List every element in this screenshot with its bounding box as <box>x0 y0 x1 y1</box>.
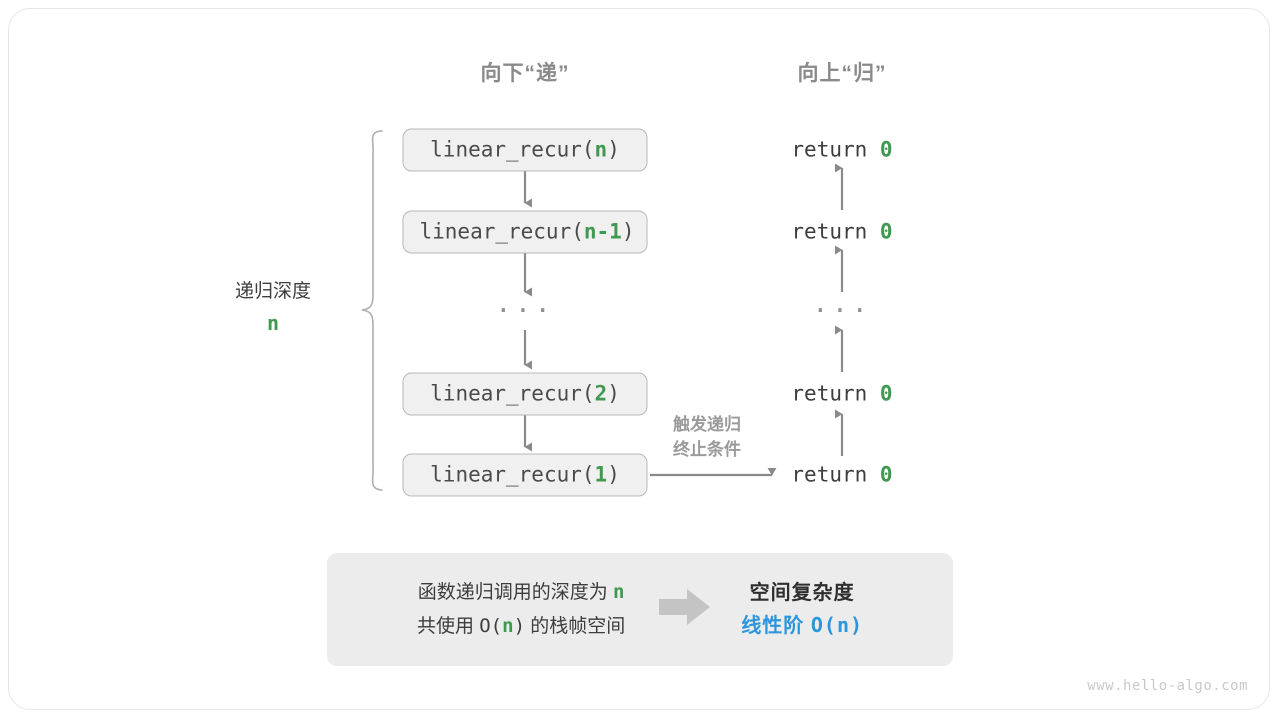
call-frame-box[interactable]: linear_recur(n) <box>402 128 648 172</box>
call-suffix: ) <box>607 137 620 162</box>
space-complexity-title: 空间复杂度 <box>749 582 855 604</box>
summary-description: 函数递归调用的深度为 n 共使用 O(n) 的栈帧空间 <box>417 576 625 643</box>
summary-line-1-n: n <box>613 581 625 604</box>
base-case-note: 触发递归 终止条件 <box>673 413 741 462</box>
recursion-depth-label: 递归深度 <box>234 281 312 302</box>
return-value: 0 <box>879 219 893 244</box>
return-keyword: return <box>791 219 868 244</box>
return-keyword: return <box>791 462 868 487</box>
summary-line-1-text: 函数递归调用的深度为 <box>417 582 614 604</box>
complexity-order-label: 线性阶 <box>741 615 811 637</box>
space-complexity-value: 线性阶 O(n) <box>741 609 863 642</box>
base-case-note-line1: 触发递归 <box>673 415 741 434</box>
watermark: www.hello-algo.com <box>1087 678 1248 694</box>
column-header-descend: 向下“递” <box>480 62 570 85</box>
complexity-notation: O(n) <box>810 613 864 637</box>
call-argument: 2 <box>594 381 608 406</box>
summary-line-2-o: O( <box>479 614 503 637</box>
summary-line-2-pre: 共使用 <box>416 615 480 637</box>
call-prefix: linear_recur( <box>430 462 595 487</box>
recursion-depth-annotation: 递归深度 n <box>235 278 311 339</box>
recursion-depth-value: n <box>266 310 280 335</box>
summary-conclusion: 空间复杂度 线性阶 O(n) <box>741 577 863 642</box>
return-statement: return 0 <box>791 219 893 244</box>
call-argument: 1 <box>594 462 608 487</box>
call-prefix: linear_recur( <box>430 381 595 406</box>
call-suffix: ) <box>621 219 635 244</box>
summary-line-2-post: 的栈帧空间 <box>525 615 626 637</box>
call-argument: n <box>594 137 608 162</box>
return-statement: return 0 <box>791 381 893 406</box>
base-case-note-line2: 终止条件 <box>673 439 741 459</box>
return-value: 0 <box>879 137 893 162</box>
return-ellipsis: ··· <box>812 296 872 326</box>
summary-line-2-n: n <box>502 614 514 637</box>
call-argument: n-1 <box>583 219 622 244</box>
summary-panel: 函数递归调用的深度为 n 共使用 O(n) 的栈帧空间 空间复杂度 线性阶 O(… <box>327 553 953 666</box>
call-frame-box[interactable]: linear_recur(2) <box>402 372 648 416</box>
call-suffix: ) <box>607 381 620 406</box>
call-frame-box[interactable]: linear_recur(1) <box>402 453 648 497</box>
call-prefix: linear_recur( <box>430 137 595 162</box>
return-value: 0 <box>879 462 893 487</box>
summary-line-2: 共使用 O(n) 的栈帧空间 <box>417 610 625 643</box>
summary-line-2-close: ) <box>513 614 526 637</box>
column-header-ascend: 向上“归” <box>797 62 887 85</box>
call-stack-ellipsis: ··· <box>495 296 555 326</box>
return-keyword: return <box>791 381 868 406</box>
return-statement: return 0 <box>791 137 893 162</box>
call-prefix: linear_recur( <box>419 219 584 244</box>
return-value: 0 <box>879 381 893 406</box>
right-block-arrow-icon <box>659 588 711 631</box>
return-statement: return 0 <box>791 462 893 487</box>
summary-line-1: 函数递归调用的深度为 n <box>417 576 625 609</box>
return-keyword: return <box>791 137 868 162</box>
call-frame-box[interactable]: linear_recur(n-1) <box>402 210 648 254</box>
call-suffix: ) <box>607 462 620 487</box>
